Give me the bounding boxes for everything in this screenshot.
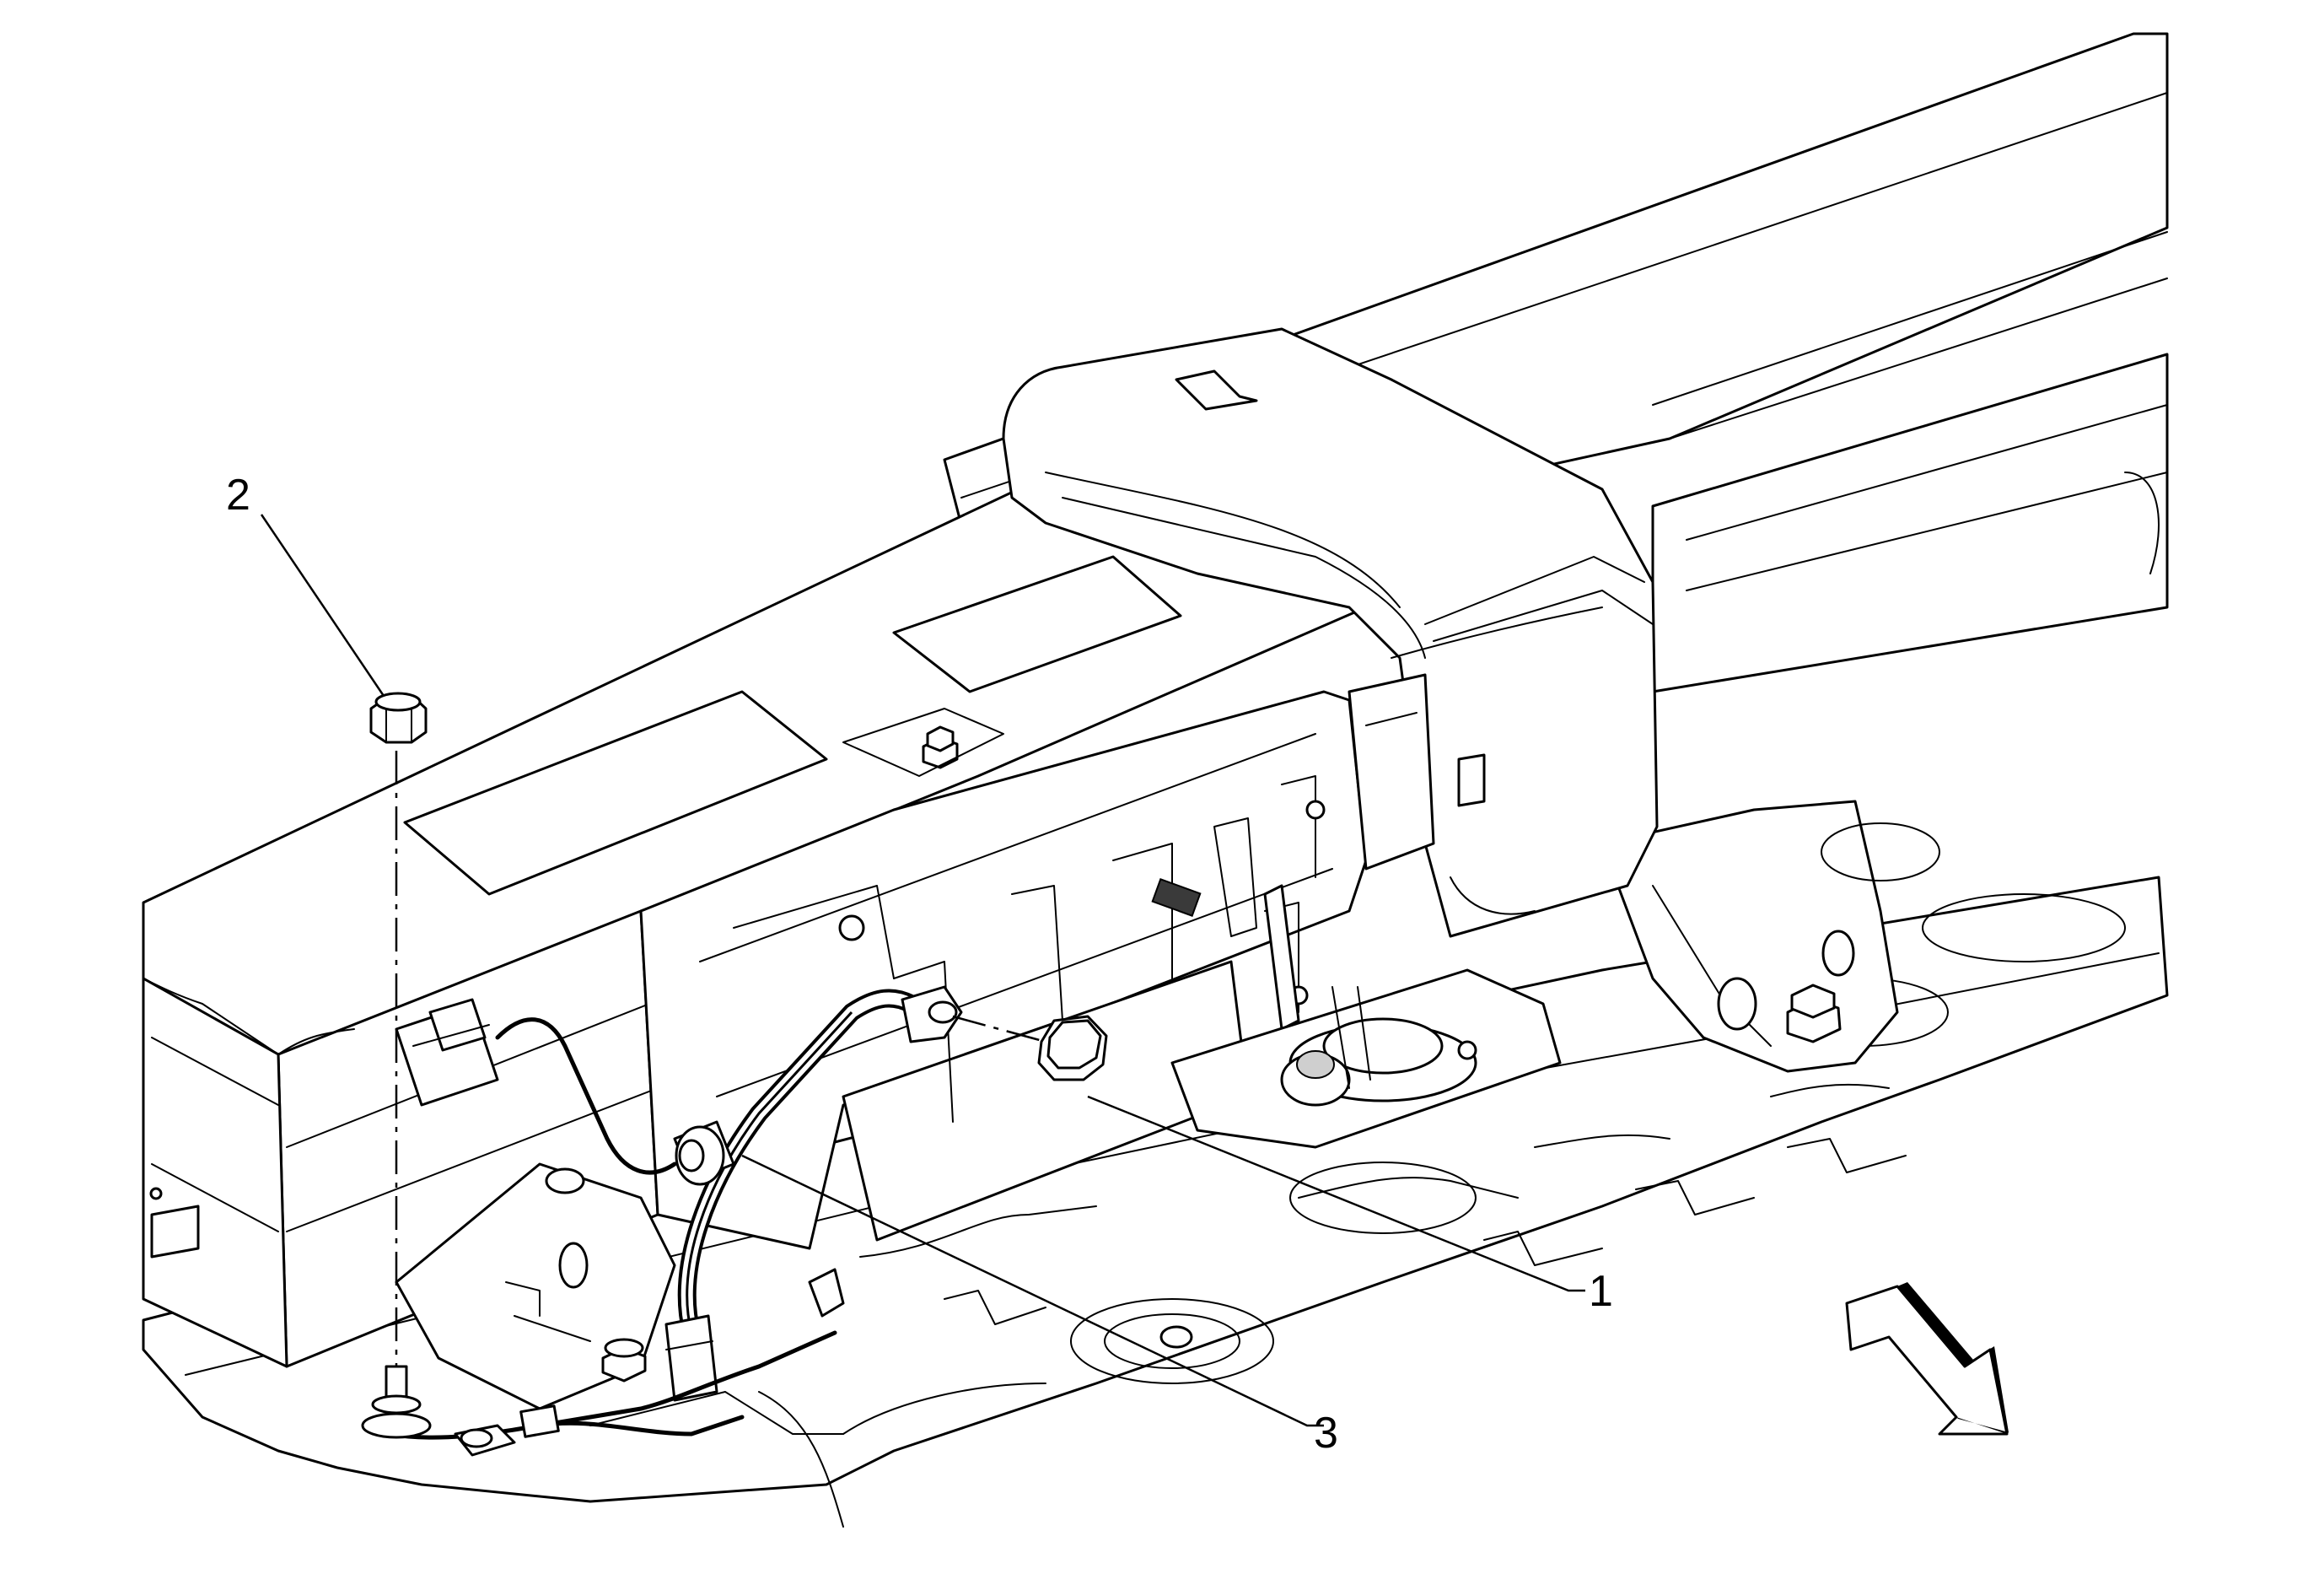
ground-stud [361,1365,432,1439]
end-cap [1002,327,1659,938]
front-direction-arrow-icon [1845,1282,2009,1436]
callout-label-2: 2 [226,471,250,520]
ground-nut [369,692,428,744]
terminal-nut-installation-line [952,1015,1046,1043]
label-plate-front [403,690,828,896]
mounting-bracket-right [1600,800,2126,1073]
bracket-bolt [1786,984,1842,1043]
electrical-connector-left [395,998,499,1107]
callout-label-1: 1 [1589,1267,1613,1316]
mounting-bracket-left [395,1162,676,1410]
cable-terminal-nut [1037,1015,1108,1081]
center-isolator-mount [1170,968,1562,1149]
positive-cable [664,985,963,1402]
callout-1-leader [1087,1095,1585,1292]
callout-3-leader [741,1154,1324,1427]
label-plate-rear [892,555,1182,693]
ground-harness [385,1268,845,1528]
callout-2-leader [260,514,385,697]
electronics-module [639,673,1435,1250]
top-bolt [922,725,959,769]
callout-label-3: 3 [1314,1409,1338,1458]
harness-left [495,1017,677,1175]
